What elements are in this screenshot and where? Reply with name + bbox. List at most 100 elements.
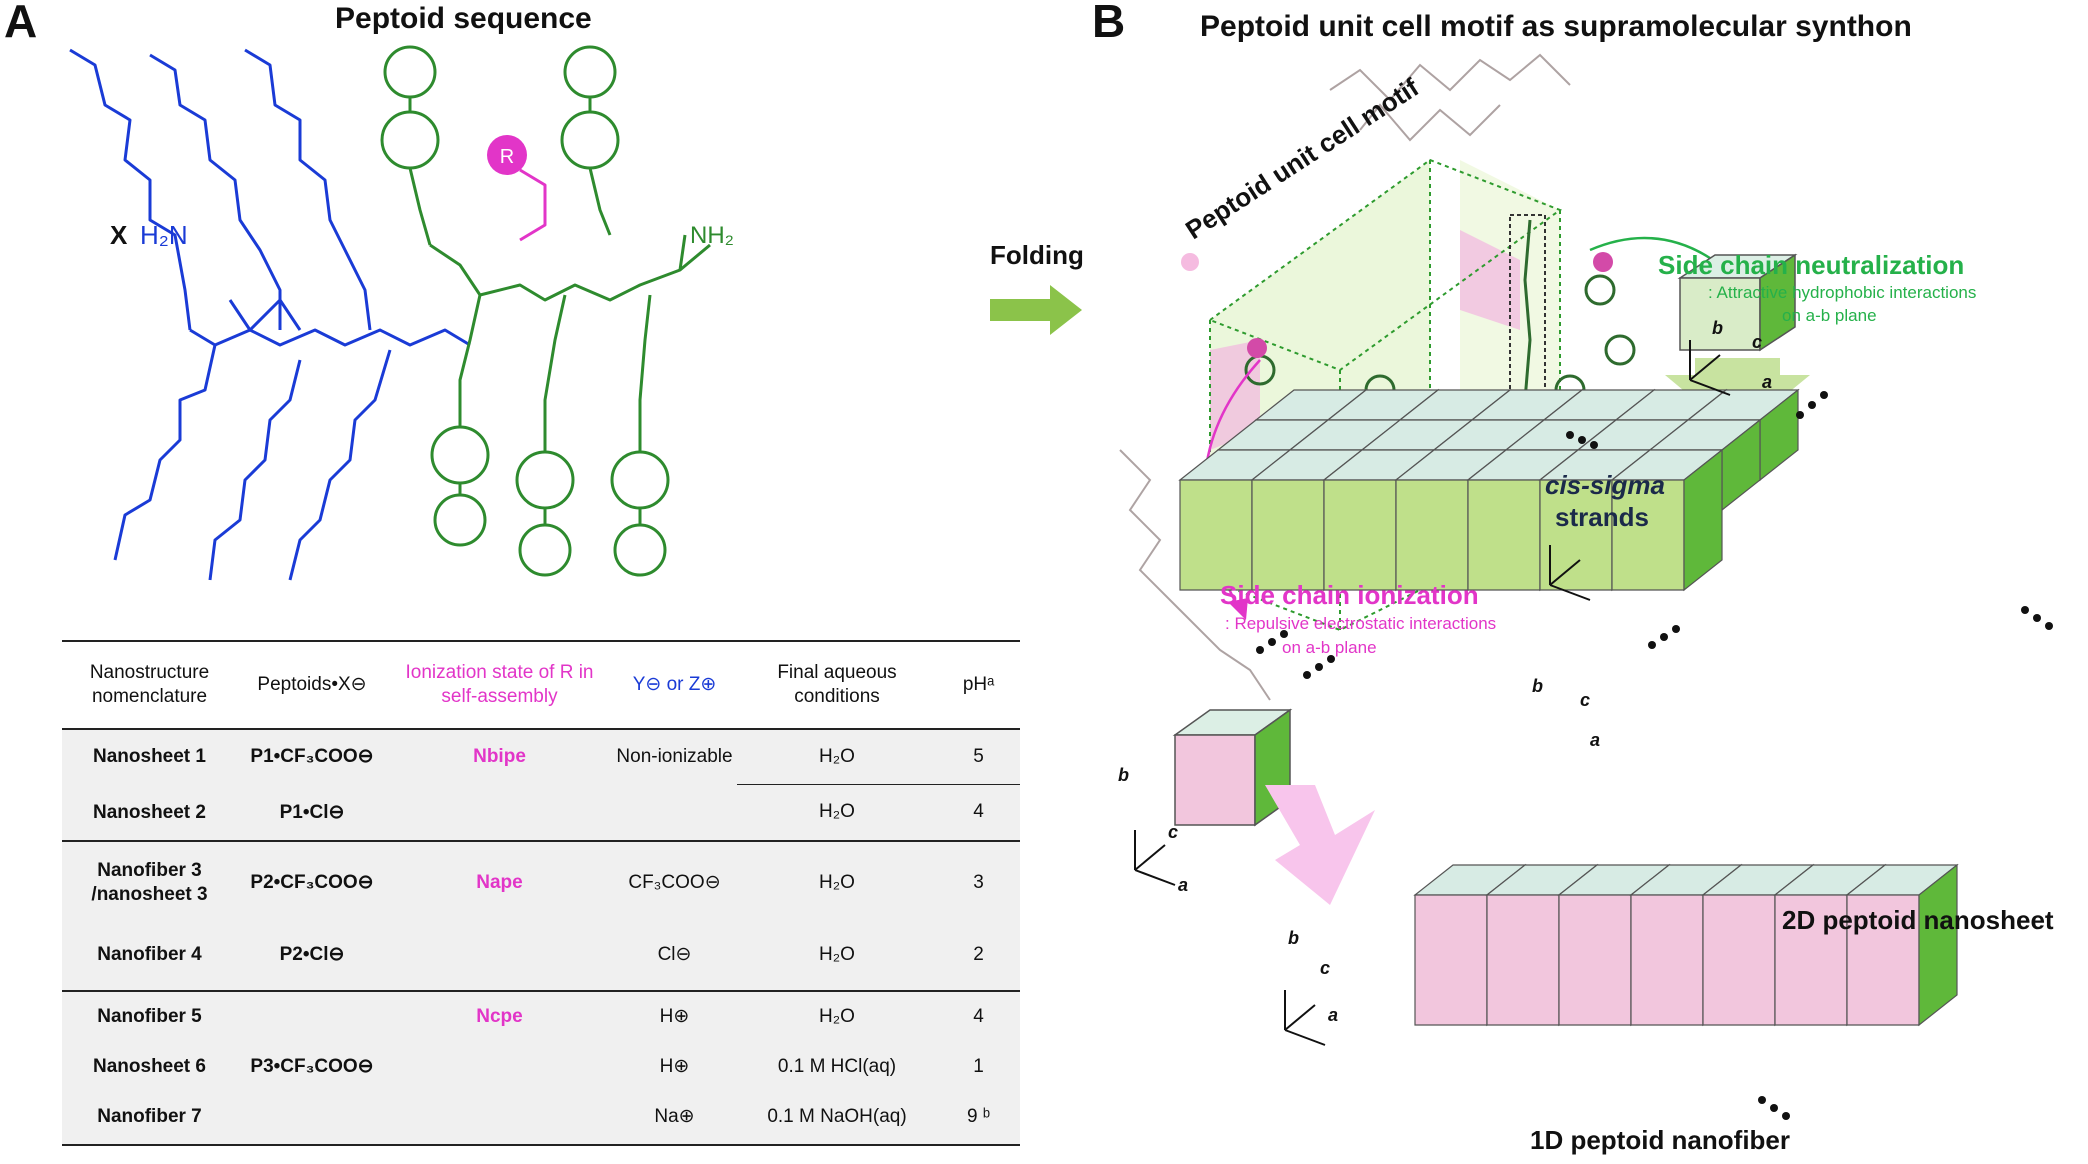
table-header: Nanostructure nomenclature Peptoids•X⊖ I… [62, 642, 1020, 730]
row-peptoid: P1•Cl⊖ [279, 802, 345, 824]
nanofiber-label: 1D peptoid nanofiber [1530, 1125, 1790, 1155]
row-condition: H₂O [819, 872, 855, 894]
cube-face [1630, 894, 1704, 1026]
panel-b-title: Peptoid unit cell motif as supramolecula… [1200, 10, 1912, 43]
header-nomenclature: Nanostructure nomenclature [89, 662, 210, 707]
row-ph: 5 [973, 746, 984, 768]
table-row: Nanosheet 2 P1•Cl⊖ [62, 786, 387, 840]
table-row: Nanosheet 6 P3•CF₃COO⊖ H⊕ 0.1 M HCl(aq) … [62, 1042, 1020, 1092]
neutralization-desc-2: on a-b plane [1782, 306, 1877, 325]
table-group-2: Nanofiber 3 /nanosheet 3 P2•CF₃COO⊖ Nape… [62, 842, 1020, 992]
substituent-nape: Nape [476, 872, 523, 894]
row-counterion: H⊕ [659, 1006, 690, 1028]
row-condition: 0.1 M NaOH(aq) [767, 1106, 907, 1128]
cube-face [1414, 894, 1488, 1026]
cube-face [1323, 479, 1397, 591]
row-ph: 4 [973, 1006, 984, 1028]
row-ph: 3 [973, 872, 984, 894]
nanofiber [1413, 863, 1959, 1027]
panel-a-letter: A [4, 0, 38, 47]
axis-b-label: b [1532, 676, 1543, 696]
header-ph: pHᵃ [962, 674, 995, 696]
folding-label: Folding [990, 240, 1084, 270]
continuation-dots [1256, 391, 2053, 1120]
axis-a-label: a [1590, 730, 1601, 750]
axis-c-label: c [1320, 958, 1331, 978]
row-peptoid: P3•CF₃COO⊖ [250, 1056, 374, 1078]
panel-b-illustration [1119, 53, 2053, 1120]
pink-arrow-icon [1265, 785, 1375, 905]
row-condition: H₂O [819, 801, 855, 823]
row-name: Nanosheet 6 [93, 1056, 206, 1078]
panel-b-letter: B [1092, 0, 1126, 47]
axis-c-label: c [1168, 822, 1179, 842]
row-condition: 0.1 M HCl(aq) [777, 1056, 897, 1078]
row-name: Nanofiber 3 /nanosheet 3 [91, 860, 208, 905]
row-peptoid: P2•Cl⊖ [279, 944, 345, 966]
ammonium-label: H₂N [140, 220, 188, 250]
cis-sigma-label: cis-sigma [1545, 470, 1665, 500]
table-row: Nanofiber 3 /nanosheet 3 P2•CF₃COO⊖ Nape… [62, 842, 1020, 924]
table-group-1: Nanosheet 1 P1•CF₃COO⊖ Nbipe Non-ionizab… [62, 730, 1020, 842]
row-condition: H₂O [819, 746, 855, 768]
row-peptoid: P2•CF₃COO⊖ [250, 872, 374, 894]
strands-label: strands [1555, 502, 1649, 532]
axis-a-label: a [1178, 875, 1189, 895]
header-conditions: Final aqueous conditions [777, 662, 897, 707]
axis-b-label: b [1288, 928, 1299, 948]
row-counterion: Na⊕ [654, 1106, 695, 1128]
peg-chain-top [69, 48, 471, 347]
unit-cube-neutral [1677, 253, 1798, 352]
row-counterion: Non-ionizable [616, 746, 733, 768]
axis-b-label: b [1118, 765, 1129, 785]
folding-arrow-icon [990, 285, 1082, 335]
ionization-arrowhead [1228, 598, 1248, 620]
neutralization-title: Side chain neutralization [1658, 250, 1965, 280]
row-name: Nanofiber 4 [97, 944, 202, 966]
biphenyl-groups [380, 45, 711, 577]
header-counterion: Y⊖ or Z⊕ [632, 674, 717, 696]
cube-face [1702, 894, 1776, 1026]
axis-a-label: a [1762, 372, 1773, 392]
row-condition: H₂O [819, 944, 855, 966]
table-row: Nanosheet 1 P1•CF₃COO⊖ Nbipe Non-ionizab… [62, 730, 1020, 784]
cube-face [1395, 479, 1469, 591]
row-ph: 1 [973, 1056, 984, 1078]
row-name: Nanosheet 1 [93, 746, 206, 768]
row-name: Nanosheet 2 [93, 802, 206, 824]
panel-a-title: Peptoid sequence [335, 2, 592, 35]
cube-face [1683, 448, 1723, 592]
cube-face [1558, 894, 1632, 1026]
cube-face [1179, 479, 1253, 591]
ionization-title: Side chain ionization [1220, 580, 1479, 610]
header-peptoids: Peptoids•X⊖ [257, 674, 367, 696]
ionization-desc-1: : Repulsive electrostatic interactions [1225, 614, 1497, 633]
unit-cube-ionized [1172, 708, 1293, 827]
axis-c-label: c [1752, 332, 1763, 352]
neutralization-desc-1: : Attractive hydrophobic interactions [1708, 283, 1977, 302]
table-row: Nanofiber 7 Na⊕ 0.1 M NaOH(aq) 9 ᵇ [62, 1092, 1020, 1142]
cube-face [1251, 479, 1325, 591]
peg-chain-bottom [113, 344, 392, 581]
table-group-3: Nanofiber 5 Ncpe H⊕ H₂O 4 Nanosheet 6 P3… [62, 992, 1020, 1146]
ionization-desc-2: on a-b plane [1282, 638, 1377, 657]
axis-b-label: b [1712, 318, 1723, 338]
cube-face [1486, 894, 1560, 1026]
cube-face [1467, 479, 1541, 591]
r-linker [519, 168, 547, 242]
row-ph: 9 ᵇ [966, 1106, 991, 1128]
header-ionization: Ionization state of R in self-assembly [405, 662, 594, 707]
table-row: Nanofiber 5 Ncpe H⊕ H₂O 4 [62, 992, 1020, 1042]
substituent-ncpe: Ncpe [476, 1006, 523, 1028]
row-counterion: CF₃COO⊖ [628, 872, 721, 894]
table-row: H₂O 4 [737, 784, 1020, 839]
row-peptoid: P1•CF₃COO⊖ [250, 746, 374, 768]
row-name: Nanofiber 7 [97, 1106, 202, 1128]
r-label: R [500, 146, 514, 168]
row-counterion: H⊕ [659, 1056, 690, 1078]
amide-terminal-label: NH₂ [690, 222, 734, 249]
r-group-sphere [487, 135, 527, 175]
counter-ion-x: X [110, 220, 128, 250]
nanosheet [1178, 388, 1800, 592]
row-name: Nanofiber 5 [97, 1006, 202, 1028]
